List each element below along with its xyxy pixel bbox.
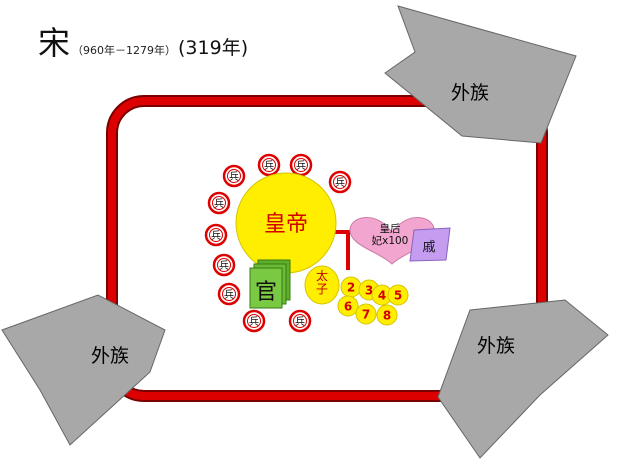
dynasty-years: （960年－1279年） [72,44,177,57]
soldier-badge: 兵 [242,309,266,333]
dynasty-duration: (319年) [178,37,249,59]
prince-badge: 5 [387,284,409,306]
foreign-arrow-top: 外族 [384,5,577,144]
soldier-badge: 兵 [212,253,236,277]
soldier-badge: 兵 [222,164,246,188]
crown-prince-label: 太子 [316,268,328,296]
prince-number: 3 [365,284,373,298]
foreign-label-left: 外族 [91,345,129,367]
soldier-label: 兵 [249,315,259,328]
soldier-label: 兵 [224,288,234,301]
in-laws-box: 戚 [409,227,451,262]
soldier-label: 兵 [229,170,239,183]
foreign-arrow-left: 外族 [1,294,166,446]
palace-wall [108,97,546,400]
prince-badge: 6 [337,295,359,317]
officials-label: 官 [255,280,277,305]
prince-number: 4 [378,289,386,303]
soldier-badge: 兵 [217,282,241,306]
soldier-badge: 兵 [289,153,313,177]
prince-number: 7 [362,308,370,322]
prince-number: 6 [344,300,352,314]
soldier-label: 兵 [211,229,221,242]
soldier-badge: 兵 [207,191,231,215]
soldier-badge: 兵 [257,153,281,177]
soldier-label: 兵 [295,315,305,328]
emperor-label: 皇帝 [264,212,308,237]
officials-stack: 官 [249,259,291,309]
soldier-badge: 兵 [204,223,228,247]
empress-heart: 皇后妃x100 [349,216,435,265]
soldier-label: 兵 [219,259,229,272]
prince-badge: 2 [340,276,362,298]
foreign-label-top: 外族 [451,82,489,104]
soldier-label: 兵 [264,159,274,172]
soldier-badge: 兵 [288,309,312,333]
page-title: 宋（960年－1279年）(319年) [38,18,248,64]
soldier-label: 兵 [335,176,345,189]
soldier-badge: 兵 [328,170,352,194]
crown-prince: 太子 [304,265,340,305]
soldier-label: 兵 [214,197,224,210]
prince-number: 8 [383,309,391,323]
soldier-ring: 兵兵兵兵兵兵兵兵兵兵 [204,153,352,333]
in-laws-label: 戚 [422,240,435,255]
prince-badge: 7 [355,303,377,325]
foreign-label-bottom: 外族 [477,335,515,357]
foreign-arrow-bottom: 外族 [437,299,609,459]
prince-number: 5 [394,289,402,303]
empress-label: 皇后妃x100 [372,222,409,247]
prince-number: 2 [347,281,355,295]
soldier-label: 兵 [296,159,306,172]
dynasty-name: 宋 [38,24,71,62]
prince-badge: 8 [376,304,398,326]
